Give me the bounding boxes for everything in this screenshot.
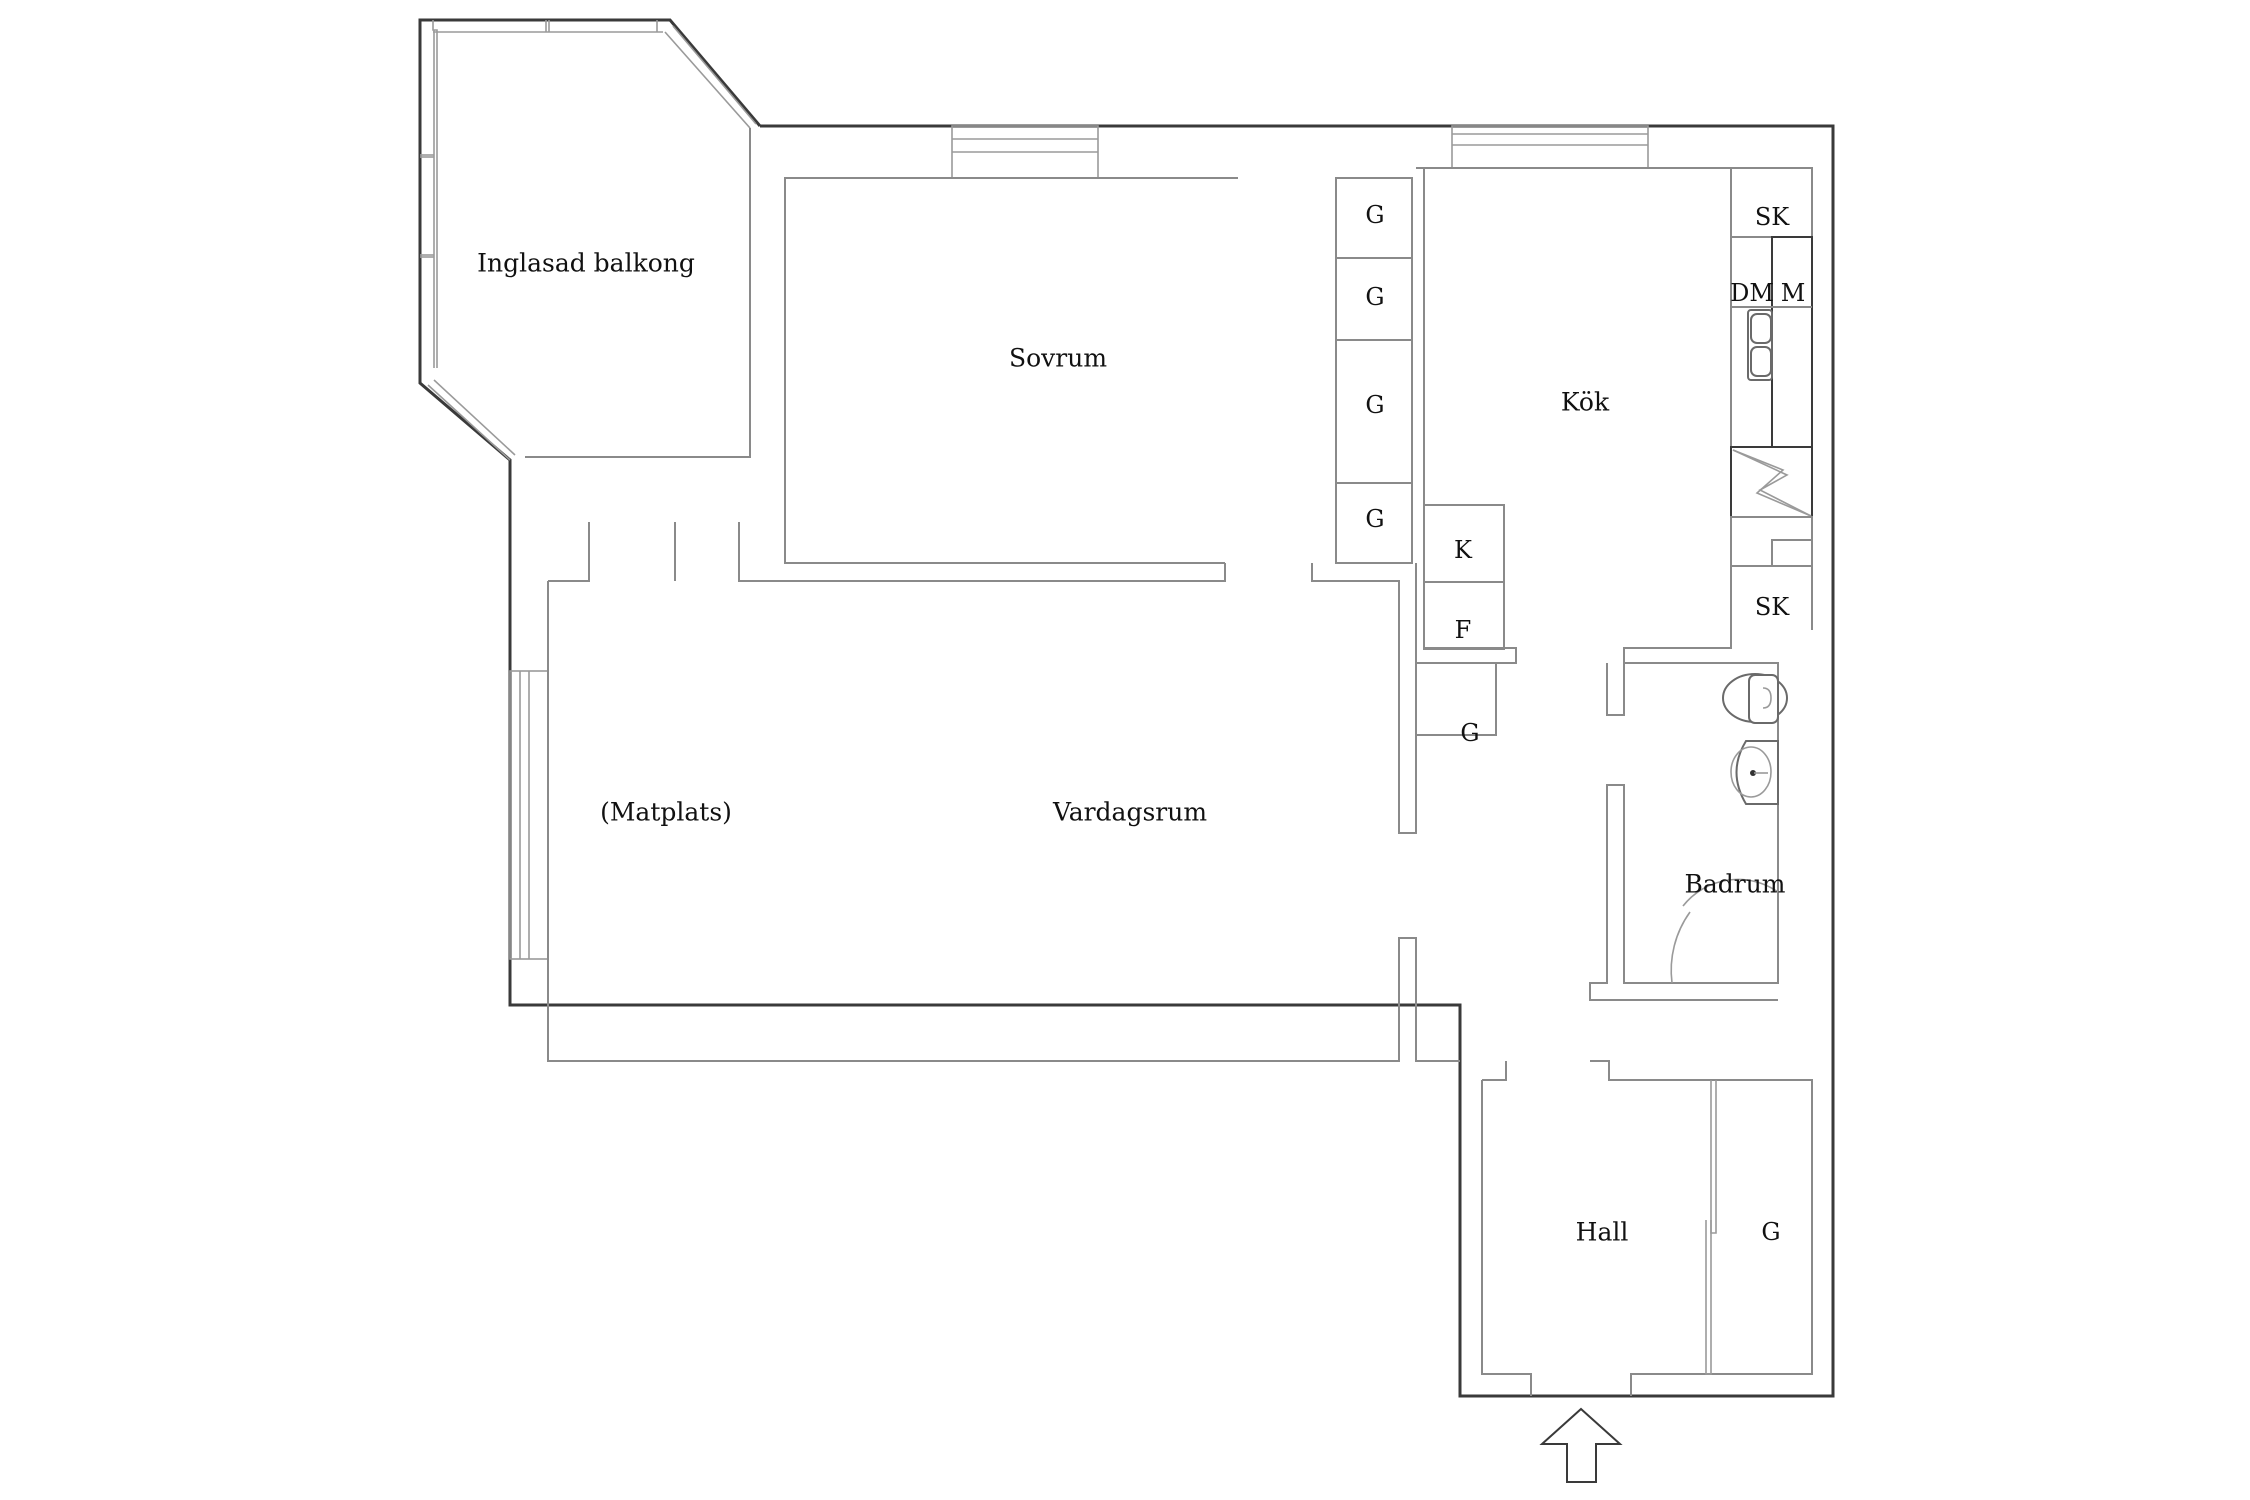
kitchen-counter bbox=[1730, 167, 1813, 567]
hall-wardrobe-label: G bbox=[1460, 719, 1480, 747]
room-label-living: Vardagsrum bbox=[1052, 797, 1208, 827]
living-room-walls bbox=[547, 581, 1460, 1062]
room-label-hall: Hall bbox=[1575, 1217, 1629, 1247]
dishwasher-label: DM bbox=[1730, 279, 1774, 307]
kitchen-cabinet-bottom-label: SK bbox=[1754, 593, 1790, 621]
bathroom-door-swing bbox=[1670, 878, 1779, 984]
bedroom-walls bbox=[784, 177, 1238, 564]
freezer-label: F bbox=[1454, 616, 1472, 644]
hall-closet-label: G bbox=[1761, 1218, 1781, 1246]
window-left bbox=[509, 670, 549, 960]
kitchen-appliances bbox=[1415, 504, 1505, 736]
room-label-kitchen: Kök bbox=[1560, 387, 1610, 417]
outer-walls bbox=[418, 18, 1835, 1398]
washbasin bbox=[1730, 740, 1779, 805]
wardrobe-label-4: G bbox=[1365, 505, 1385, 533]
entrance-arrow-icon bbox=[1539, 1407, 1623, 1483]
room-label-bathroom: Badrum bbox=[1684, 869, 1786, 899]
kitchen-cabinet-top-label: SK bbox=[1754, 203, 1790, 231]
room-label-dining: (Matplats) bbox=[600, 797, 732, 827]
hall-walls bbox=[1481, 1060, 1813, 1396]
balcony-glazing bbox=[420, 20, 757, 461]
toilet bbox=[1722, 673, 1788, 724]
hall-sliding-doors bbox=[1705, 1080, 1717, 1375]
bathroom-walls bbox=[1589, 662, 1779, 1001]
wardrobe-label-2: G bbox=[1365, 283, 1385, 311]
microwave-label: M bbox=[1780, 279, 1806, 307]
room-label-balcony: Inglasad balkong bbox=[477, 248, 695, 278]
kitchen-walls bbox=[1416, 167, 1813, 664]
bedroom-living-wall bbox=[548, 178, 1417, 834]
windows-top bbox=[951, 125, 1649, 179]
fridge-label: K bbox=[1454, 536, 1472, 564]
wardrobe-label-3: G bbox=[1365, 391, 1385, 419]
wardrobe-label-1: G bbox=[1365, 201, 1385, 229]
room-label-bedroom: Sovrum bbox=[1008, 343, 1108, 373]
